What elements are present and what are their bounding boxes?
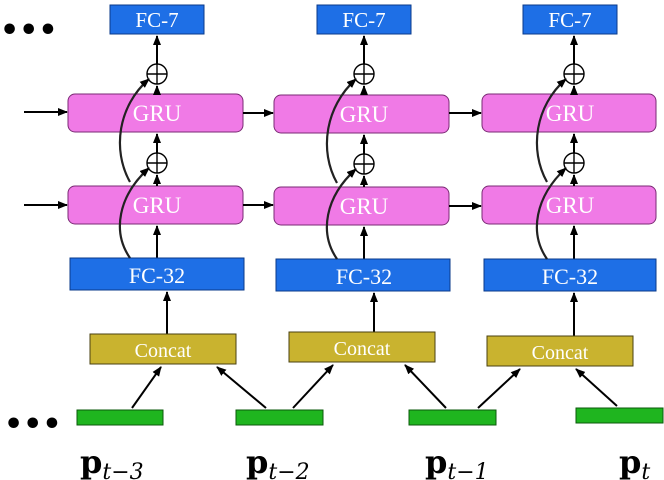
fc7-box <box>522 4 618 35</box>
input-label-t: pt <box>619 443 650 480</box>
gru-bottom-label: GRU <box>546 193 595 218</box>
concat-box <box>89 333 237 365</box>
gru-bottom-label: GRU <box>340 194 389 219</box>
gru-bottom-box <box>481 185 657 225</box>
ellipsis-bottom: ••• <box>4 407 62 442</box>
fc32-label: FC-32 <box>336 264 392 289</box>
fc32-box <box>275 258 451 292</box>
concat-label: Concat <box>135 340 192 362</box>
concat-label: Concat <box>334 338 391 360</box>
concat-box <box>288 331 436 363</box>
input-box-t <box>575 407 664 424</box>
gru-top-box <box>481 93 657 133</box>
fc7-box <box>109 4 205 35</box>
gru-top-label: GRU <box>133 101 182 126</box>
fc32-label: FC-32 <box>129 263 185 288</box>
fc7-box <box>316 4 412 35</box>
gru-bottom-label: GRU <box>133 193 182 218</box>
ellipsis-top: ••• <box>0 13 58 48</box>
input-box-t-3 <box>76 409 164 426</box>
fc32-box <box>69 257 245 291</box>
fc7-label: FC-7 <box>548 8 591 32</box>
concat-label: Concat <box>532 342 589 364</box>
input-label-t-1: pt−1 <box>425 443 489 480</box>
column-1: FC-7 GRU GRU FC-32 Concat <box>273 4 451 363</box>
fc32-box <box>483 258 657 292</box>
fc7-label: FC-7 <box>342 8 385 32</box>
fc7-label: FC-7 <box>135 8 178 32</box>
gru-top-label: GRU <box>340 102 389 127</box>
input-label-t-3: pt−3 <box>80 443 144 480</box>
column-2: FC-7 GRU GRU FC-32 Concat <box>481 4 657 367</box>
input-label-t-2: pt−2 <box>246 443 310 480</box>
input-box-t-2 <box>235 409 324 426</box>
concat-box <box>486 335 634 367</box>
column-0: FC-7 GRU GRU FC-32 Concat <box>67 4 245 365</box>
gru-top-label: GRU <box>546 101 595 126</box>
input-box-t-1 <box>408 409 497 426</box>
fc32-label: FC-32 <box>542 264 598 289</box>
